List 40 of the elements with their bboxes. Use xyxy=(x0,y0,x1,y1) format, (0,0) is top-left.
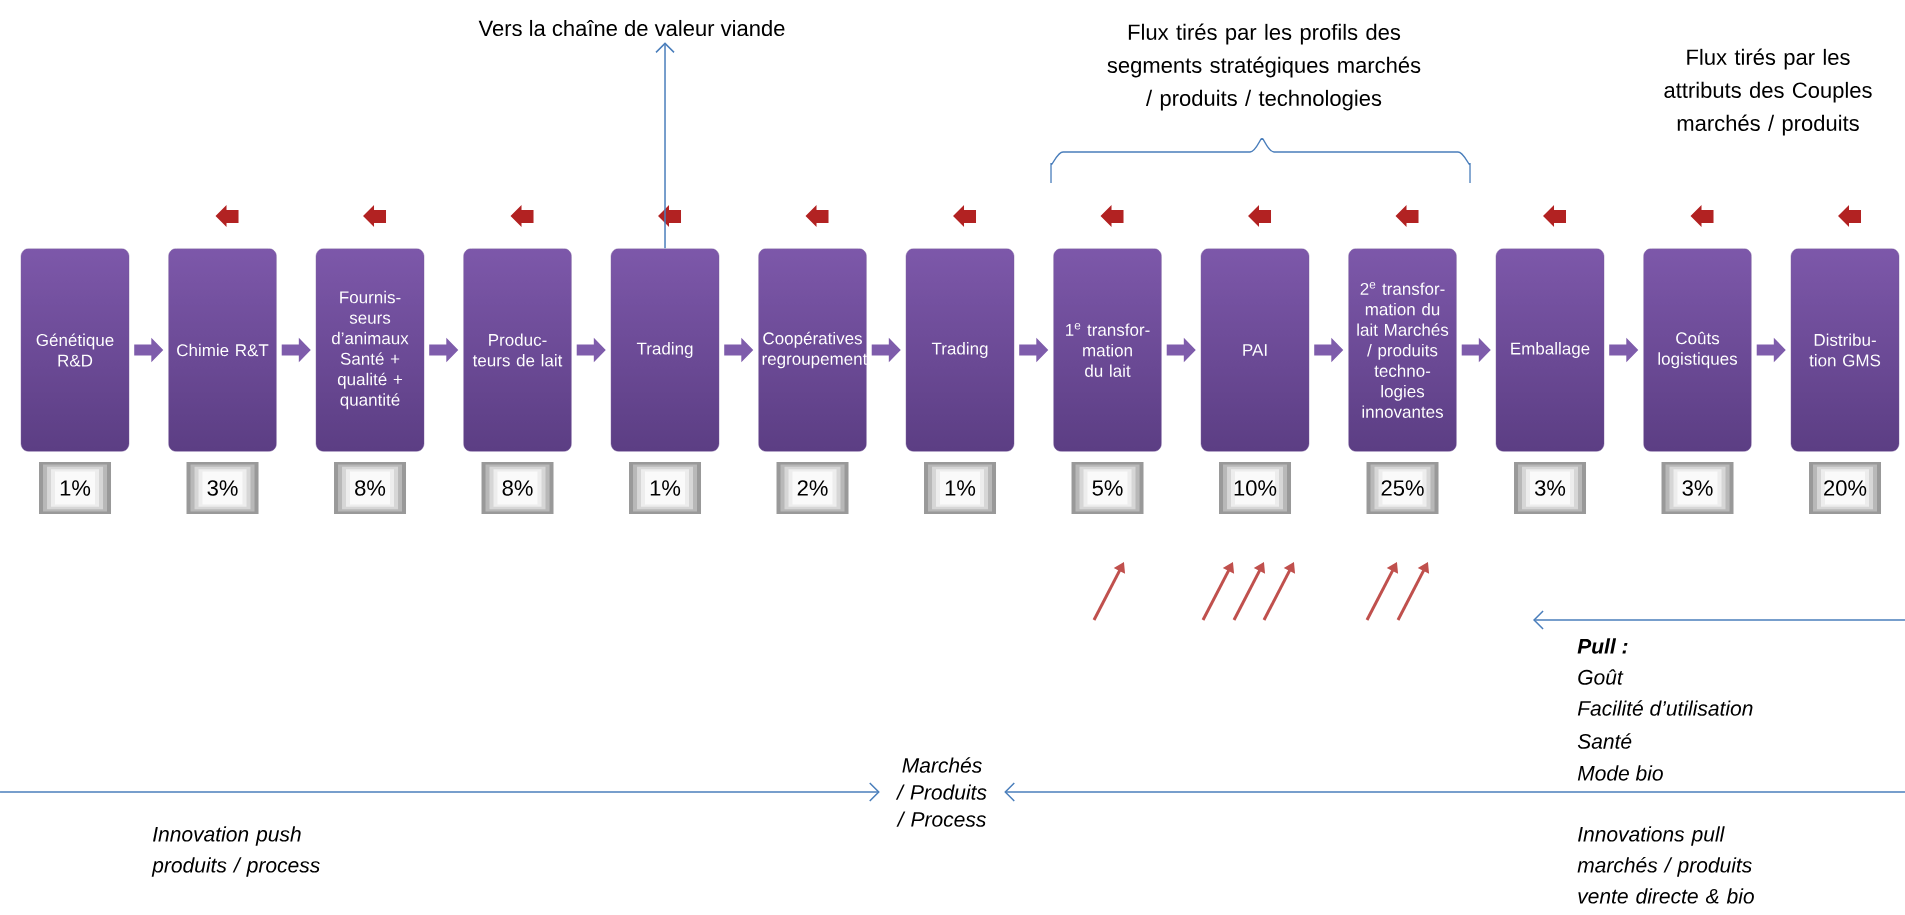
list-heading: Pull : xyxy=(1577,638,1628,654)
list-item: Goût xyxy=(1578,669,1624,685)
process-box: Coûts logistiques xyxy=(1643,248,1752,452)
process-box: Trading xyxy=(610,248,720,452)
heading-text: Vers la chaîne de valeur viande xyxy=(478,19,785,37)
arrow xyxy=(0,782,880,802)
arrow xyxy=(1004,782,1905,802)
process-box: Produc- teurs de lait xyxy=(463,248,572,452)
percentage-box: 5% xyxy=(1071,462,1144,514)
percentage-box: 3% xyxy=(1514,462,1586,514)
percentage-box: 3% xyxy=(1661,462,1734,514)
process-box: Distribu- tion GMS xyxy=(1790,248,1900,452)
list-item: Facilité d’utilisation xyxy=(1577,700,1753,716)
percentage-box: 8% xyxy=(481,462,554,514)
percentage-box: 8% xyxy=(334,462,406,514)
percentage-box: 1% xyxy=(924,462,996,514)
note-text: Innovations pull marchés / produits vente directe & bio xyxy=(1577,826,1754,904)
percentage-box: 20% xyxy=(1809,462,1881,514)
process-box: PAI xyxy=(1200,248,1310,452)
process-box: Emballage xyxy=(1495,248,1605,452)
process-box: 1$^{e}$ transfor- mation du lait xyxy=(1053,248,1162,452)
percentage-box: 1% xyxy=(629,462,701,514)
process-box: Fournis- seurs d’animaux Santé + qualité + quantité xyxy=(315,248,425,452)
percentage-box: 25% xyxy=(1366,462,1439,514)
process-box: Trading xyxy=(905,248,1015,452)
heading-text: Flux tirés par les attributs des Couples marchés / produits xyxy=(1664,48,1872,136)
center-text: Marchés / Produits / Process xyxy=(895,757,987,827)
arrow xyxy=(655,42,675,250)
process-box: Chimie R&T xyxy=(168,248,277,452)
percentage-box: 1% xyxy=(39,462,111,514)
process-box: 2$^{e}$ transfor- mation du lait Marchés / produits techno- logies innovantes xyxy=(1348,248,1457,452)
process-box: Génétique R&D xyxy=(20,248,130,452)
list-item: Mode bio xyxy=(1577,765,1663,781)
heading-text: Flux tirés par les profils des segments stratégiques marchés / produits / technologies xyxy=(1107,23,1421,111)
note-text: Innovation push produits / process xyxy=(151,826,320,877)
list-item: Santé xyxy=(1577,733,1632,749)
percentage-box: 10% xyxy=(1219,462,1291,514)
percentage-box: 3% xyxy=(186,462,259,514)
percentage-box: 2% xyxy=(776,462,849,514)
process-box: Coopératives regroupement xyxy=(758,248,868,452)
